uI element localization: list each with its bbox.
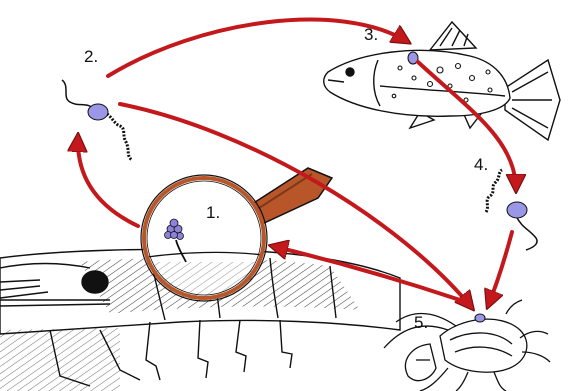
label-step-4: 4. [474, 155, 488, 174]
magnifier-handle [252, 168, 332, 224]
label-step-5: 5. [414, 313, 428, 332]
arrow-4-to-5 [488, 232, 512, 306]
label-step-3: 3. [364, 25, 378, 44]
crayfish-illustration [384, 300, 550, 391]
zoospore-on-crayfish [475, 314, 485, 322]
label-step-1: 1. [206, 203, 220, 222]
shrimp-eye [82, 271, 108, 293]
zoospore-step2 [62, 80, 132, 160]
label-step-2: 2. [84, 47, 98, 66]
